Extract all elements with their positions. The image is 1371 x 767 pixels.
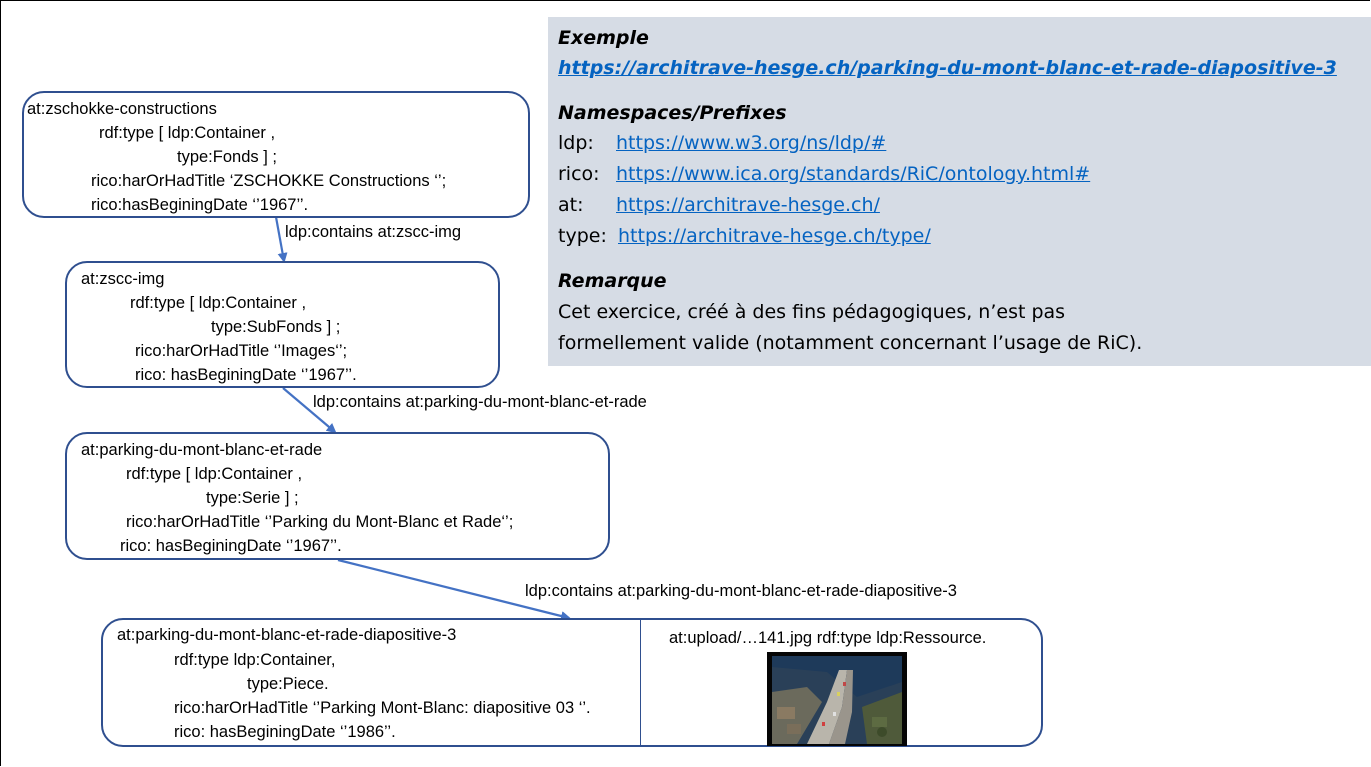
node-line: type:SubFonds ] ; [211,318,341,336]
prefix-link[interactable]: https://architrave-hesge.ch/type/ [618,225,931,247]
edge-label: ldp:contains at:parking-du-mont-blanc-et… [313,393,647,411]
node-parking-du-mont-blanc-et-rade: at:parking-du-mont-blanc-et-rade rdf:typ… [65,432,610,560]
edge-arrow [282,387,337,434]
remarque-heading: Remarque [558,270,667,292]
node-line: rico:harOrHadTitle ‘’Parking du Mont-Bla… [126,513,514,531]
prefix-link[interactable]: https://architrave-hesge.ch/ [616,194,880,216]
exemple-link[interactable]: https://architrave-hesge.ch/parking-du-m… [558,57,1337,79]
remarque-line: formellement valide (notamment concernan… [558,332,1143,354]
node-line: rico:harOrHadTitle ‘’Images‘’; [135,342,348,360]
prefix-label: at: [558,194,584,216]
prefix-link[interactable]: https://www.w3.org/ns/ldp/# [616,132,887,154]
node-line: rdf:type [ ldp:Container , [126,465,303,483]
edge-arrow [337,558,571,621]
namespaces-heading: Namespaces/Prefixes [558,102,787,124]
node-line: at:zschokke-constructions [27,100,217,118]
remarque-line: Cet exercice, créé à des fins pédagogiqu… [558,301,1066,323]
node-line: rdf:type ldp:Container, [174,651,336,669]
node-line: rico: hasBeginingDate ‘’1967’’. [135,366,357,384]
edge-arrow [274,216,288,263]
resource-divider [640,620,641,746]
node-line: rdf:type [ ldp:Container , [130,294,307,312]
node-line: at:parking-du-mont-blanc-et-rade-diaposi… [117,626,457,644]
edge-label: ldp:contains at:parking-du-mont-blanc-et… [525,582,957,600]
aerial-photo-image [767,652,907,746]
exemple-heading: Exemple [558,27,649,49]
node-line: rico:harOrHadTitle ‘’Parking Mont-Blanc:… [174,699,591,717]
prefix-link[interactable]: https://www.ica.org/standards/RiC/ontolo… [616,163,1091,185]
node-zscc-img: at:zscc-img rdf:type [ ldp:Container , t… [65,261,500,388]
node-line: at:zscc-img [81,270,165,288]
node-line: type:Serie ] ; [206,489,299,507]
node-line: rdf:type [ ldp:Container , [99,124,276,142]
node-line: rico: hasBeginingDate ‘’1986’’. [174,723,396,741]
node-line: at:parking-du-mont-blanc-et-rade [81,441,323,459]
prefix-label: ldp: [558,132,594,154]
info-panel: Exemple https://architrave-hesge.ch/park… [548,17,1371,366]
node-line: rico: hasBeginingDate ‘’1967’’. [120,537,342,555]
node-line: type:Piece. [247,675,329,693]
edge-label: ldp:contains at:zscc-img [285,223,462,241]
prefix-label: type: [558,225,607,247]
resource-label: at:upload/…141.jpg rdf:type ldp:Ressourc… [669,629,987,647]
node-zschokke-constructions: at:zschokke-constructions rdf:type [ ldp… [22,91,530,218]
node-line: rico:hasBeginingDate ‘’1967’’. [91,196,309,214]
node-line: rico:harOrHadTitle ‘ZSCHOKKE Constructio… [91,172,447,190]
node-line: type:Fonds ] ; [177,148,277,166]
prefix-label: rico: [558,163,600,185]
